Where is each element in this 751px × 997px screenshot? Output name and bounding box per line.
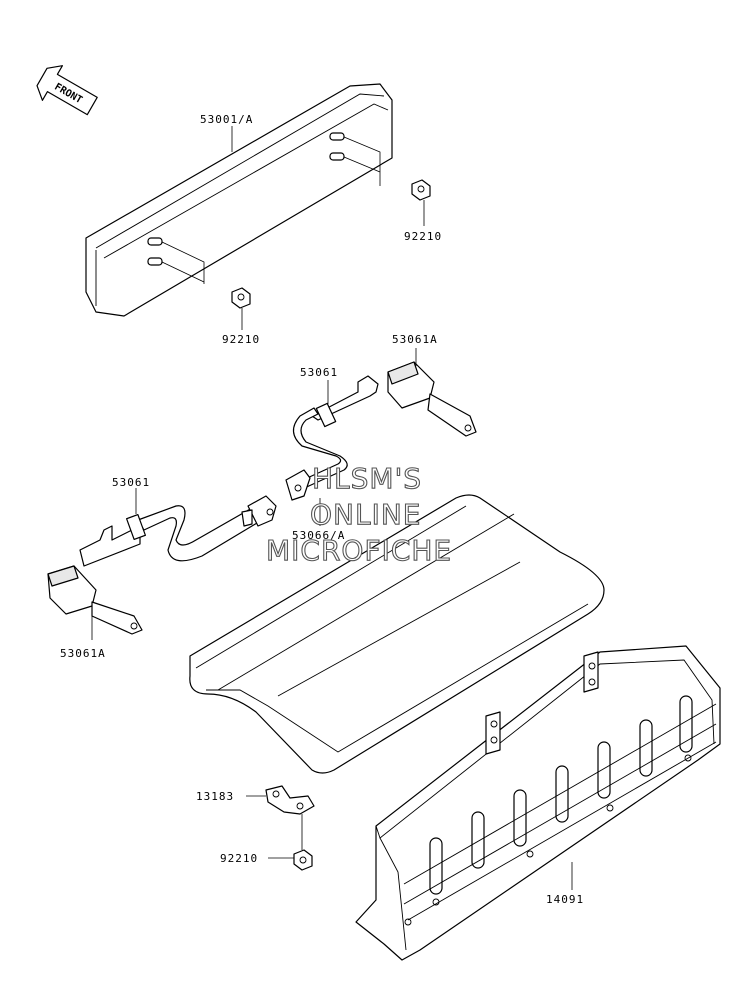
callout-53061-upper: 53061	[300, 366, 338, 379]
cover-ribs	[403, 695, 717, 921]
strap-buckle-lower	[47, 565, 143, 635]
callout-53061-lower: 53061	[112, 476, 150, 489]
stud-bolt	[147, 132, 345, 266]
callout-53061a-upper: 53061A	[392, 333, 438, 346]
watermark-line-3: MICROFICHE	[266, 534, 452, 567]
callout-13183: 13183	[196, 790, 234, 803]
seat-cushion-upper	[85, 83, 393, 317]
flange-nut	[231, 179, 431, 309]
seat-cushion-lower	[189, 494, 605, 774]
watermark: HLSM'S ONLINE MICROFICHE	[265, 461, 452, 567]
callout-92210-bottom: 92210	[220, 852, 258, 865]
flange-nut-lower	[293, 849, 313, 871]
callout-92210-upper-left: 92210	[222, 333, 260, 346]
strap-buckle-upper	[387, 361, 477, 437]
bracket	[265, 785, 315, 815]
callout-92210-upper-right: 92210	[404, 230, 442, 243]
front-arrow-icon: FRONT	[36, 65, 98, 116]
strap-upper	[285, 375, 379, 501]
callout-14091: 14091	[546, 893, 584, 906]
watermark-line-1: HLSM'S	[312, 462, 422, 495]
callout-53001a: 53001/A	[200, 113, 253, 126]
strap-lower	[79, 495, 277, 567]
seat-cover-panel	[355, 645, 721, 961]
watermark-line-2: ONLINE	[310, 498, 421, 531]
callout-53066a: 53066/A	[292, 529, 345, 542]
callout-53061a-lower: 53061A	[60, 647, 106, 660]
